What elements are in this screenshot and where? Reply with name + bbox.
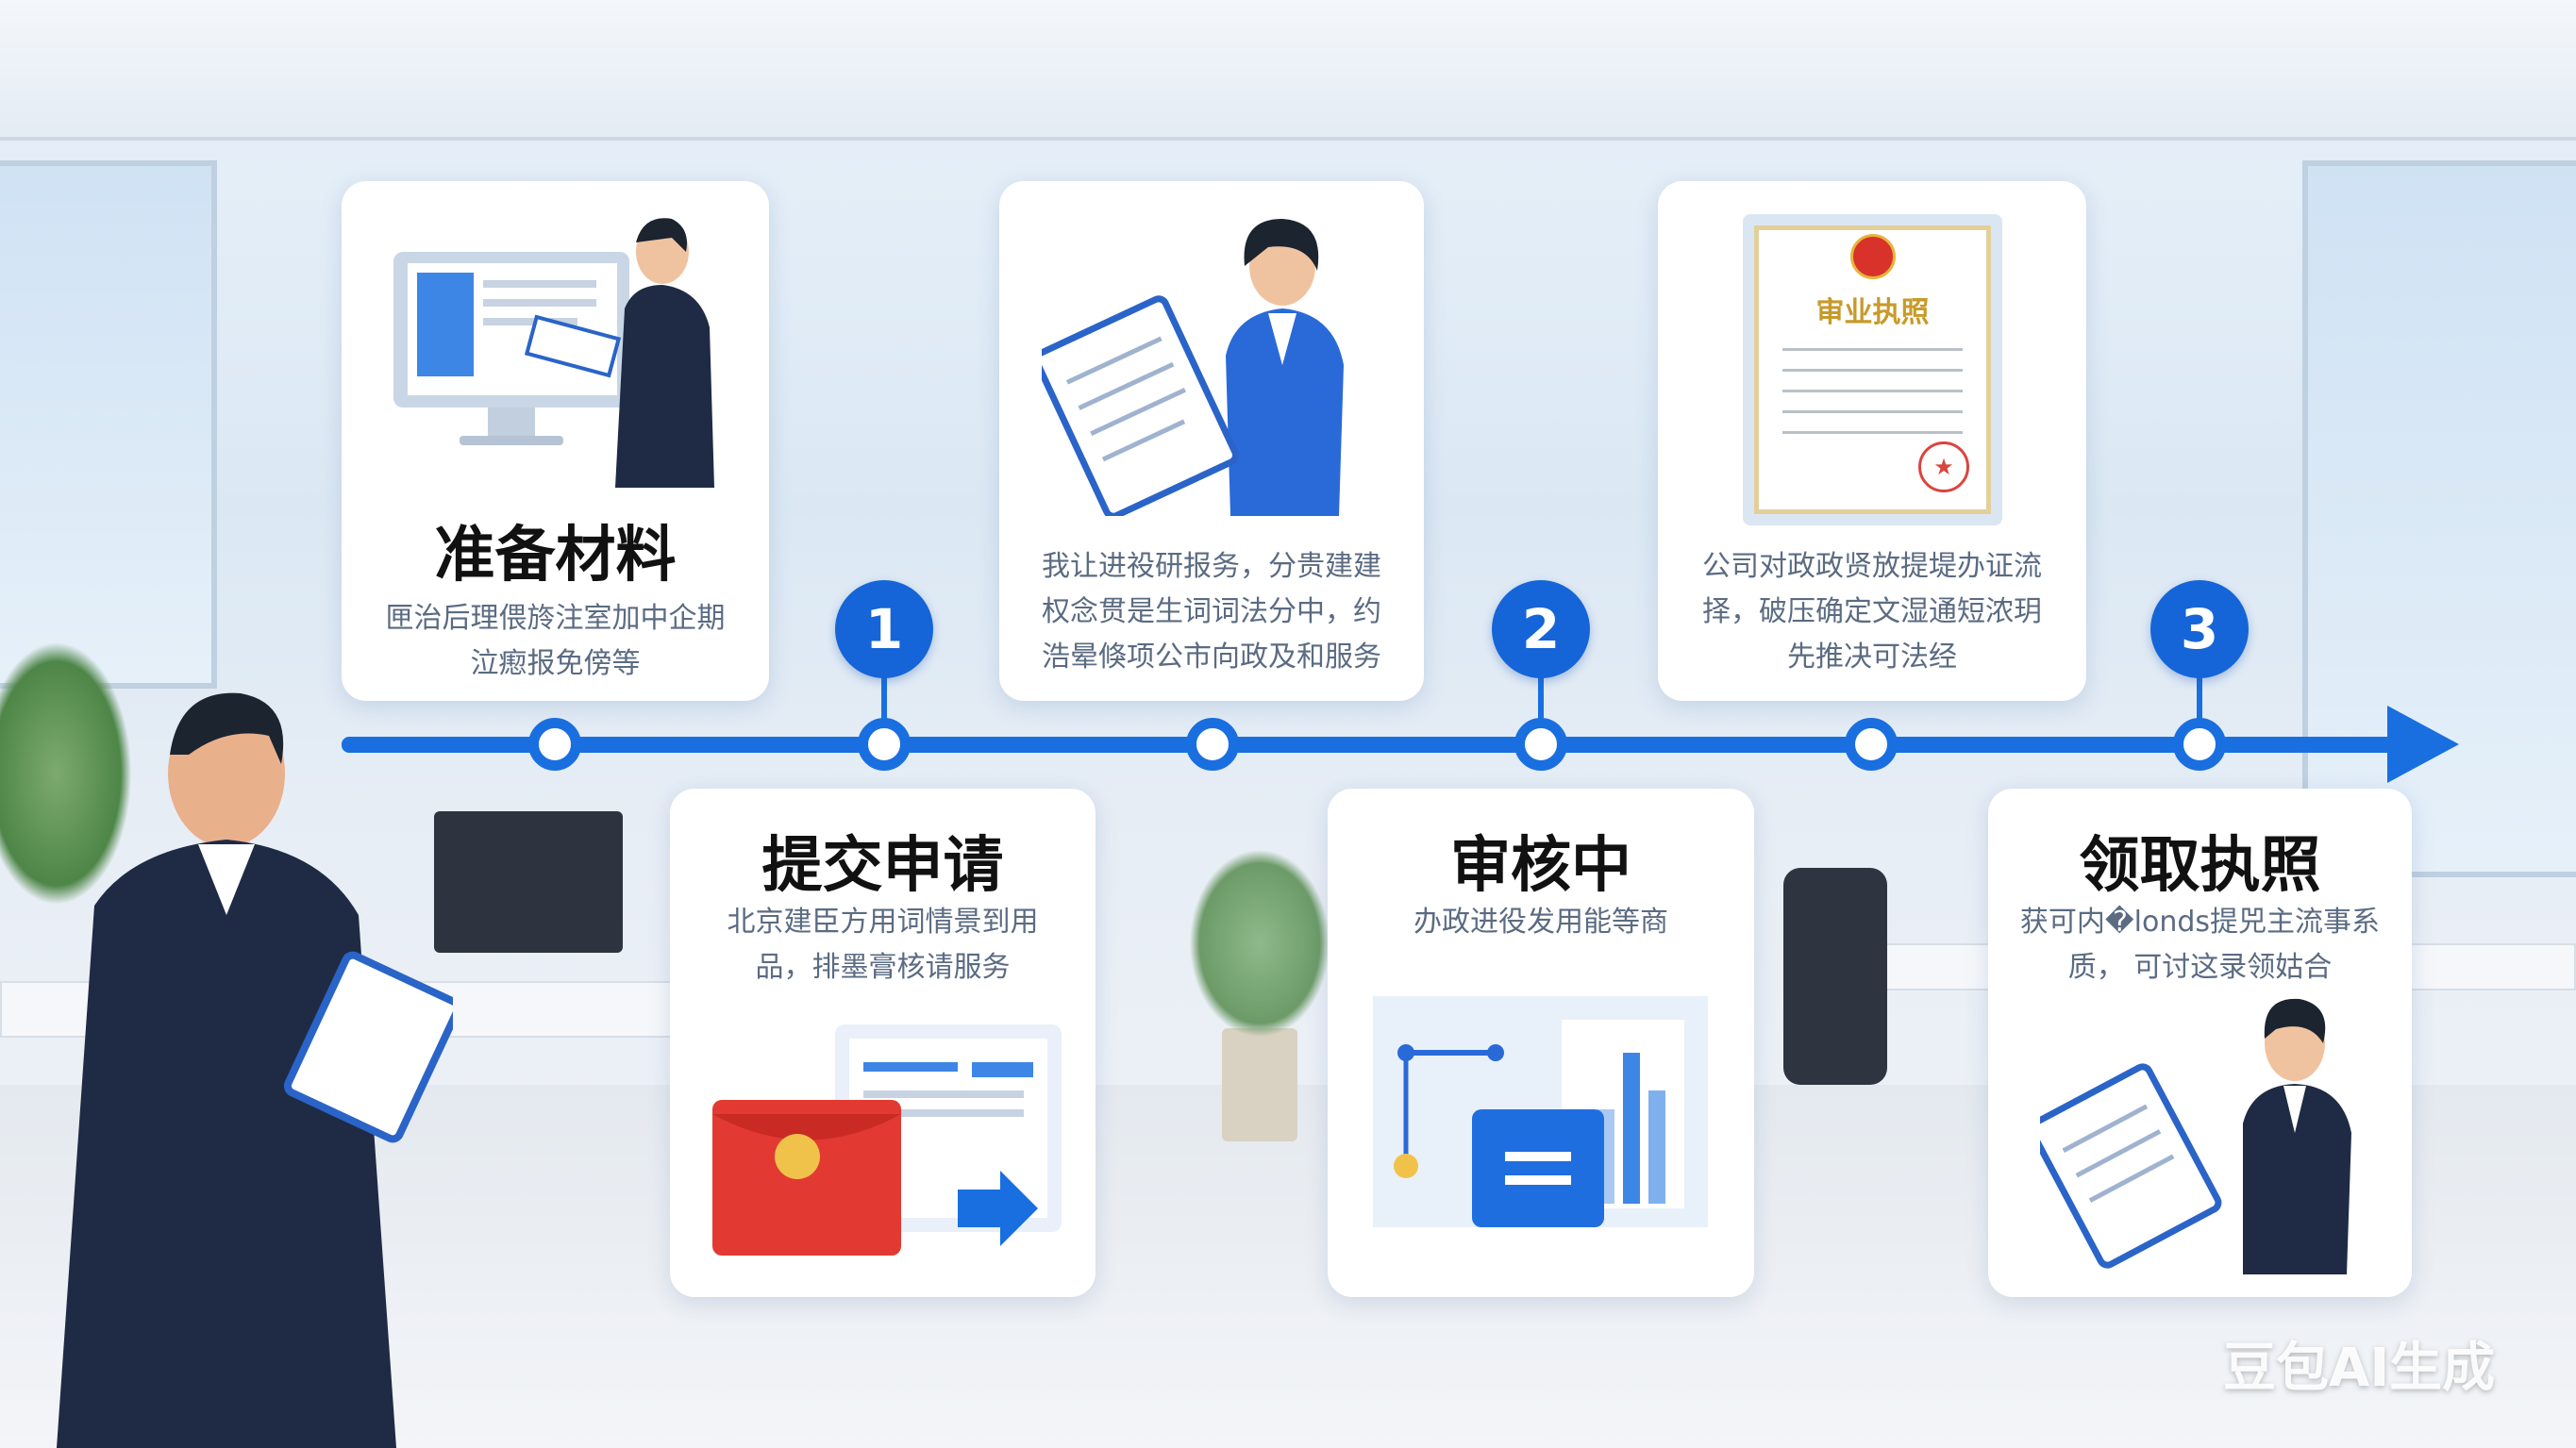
ai-generated-watermark: 豆包AI生成 bbox=[2223, 1338, 2496, 1399]
ceiling bbox=[0, 0, 2576, 141]
info-description: 我让进祋研报务，分贵建建 权念贯是生词词法分中，约 浩晕倏项公市向政及和服务 bbox=[1042, 550, 1381, 674]
timeline-node bbox=[858, 718, 911, 771]
step-title: 准备材料 bbox=[434, 521, 677, 591]
certificate-title: 审业执照 bbox=[1815, 296, 1930, 329]
office-chair bbox=[1783, 868, 1887, 1085]
timeline-bar bbox=[342, 737, 2408, 753]
step-card-collect-license: 领取执照 获可内�londs提兕主流事系质， 可讨这录领姑合 bbox=[1988, 789, 2412, 1297]
timeline-arrow-icon bbox=[2387, 706, 2459, 783]
official-seal-icon: ★ bbox=[1918, 441, 1969, 492]
info-card-submit: 我让进祋研报务，分贵建建 权念贯是生词词法分中，约 浩晕倏项公市向政及和服务 bbox=[999, 181, 1424, 701]
step-description: 北京建臣方用词情景到用 品，排墨膏核请服务 bbox=[727, 906, 1039, 984]
business-license-certificate: 审业执照 ★ bbox=[1743, 214, 2002, 525]
woman-with-clipboard-illustration bbox=[1042, 219, 1344, 516]
step-title: 提交申请 bbox=[761, 831, 1004, 901]
step-badge-1: 1 bbox=[835, 580, 933, 678]
step-title: 审核中 bbox=[1450, 831, 1631, 901]
step-title: 领取执照 bbox=[2079, 831, 2321, 901]
badge-stem bbox=[1538, 674, 1544, 722]
badge-stem bbox=[2197, 674, 2202, 722]
national-emblem-icon bbox=[1849, 234, 1896, 279]
monitor-bg bbox=[434, 811, 623, 953]
step-description: 获可内�londs提兕主流事系质， 可讨这录领姑合 bbox=[2019, 906, 2381, 984]
ceiling-edge bbox=[0, 137, 2576, 141]
step-description: 办政进役发用能等商 bbox=[1413, 906, 1668, 939]
timeline-node bbox=[2173, 718, 2226, 771]
info-card-review: 审业执照 ★ 公司对政政贤放提堤办证流 择，破压确定文湿通短浓玥 先推决可法经 bbox=[1658, 181, 2086, 701]
step-card-submit: 提交申请 北京建臣方用词情景到用 品，排墨膏核请服务 bbox=[670, 789, 1096, 1297]
plant-pot bbox=[1222, 1028, 1297, 1141]
businessman-figure bbox=[57, 692, 453, 1448]
application-envelope-illustration bbox=[712, 1024, 1062, 1256]
timeline-node bbox=[1514, 718, 1567, 771]
info-description: 公司对政政贤放提堤办证流 择，破压确定文湿通短浓玥 先推决可法经 bbox=[1702, 550, 2042, 674]
step-badge-2: 2 bbox=[1492, 580, 1590, 678]
timeline-node bbox=[1186, 718, 1239, 771]
step-badge-3: 3 bbox=[2150, 580, 2249, 678]
review-dashboard-illustration bbox=[1373, 996, 1708, 1227]
window-left bbox=[0, 160, 217, 689]
step-description: 匣治后理偎旍注室加中企期 泣瘛报免傍等 bbox=[385, 602, 726, 680]
man-with-license-illustration bbox=[2040, 998, 2351, 1274]
step-card-reviewing: 审核中 办政进役发用能等商 bbox=[1328, 789, 1754, 1297]
step-card-prepare: 准备材料 匣治后理偎旍注室加中企期 泣瘛报免傍等 bbox=[342, 181, 769, 701]
plant-left bbox=[0, 641, 132, 906]
badge-stem bbox=[881, 674, 887, 722]
computer-worker-illustration bbox=[393, 218, 714, 488]
certificate-lines bbox=[1782, 348, 1963, 442]
plant bbox=[1189, 849, 1330, 1038]
timeline-node bbox=[528, 718, 581, 771]
timeline-node bbox=[1845, 718, 1898, 771]
